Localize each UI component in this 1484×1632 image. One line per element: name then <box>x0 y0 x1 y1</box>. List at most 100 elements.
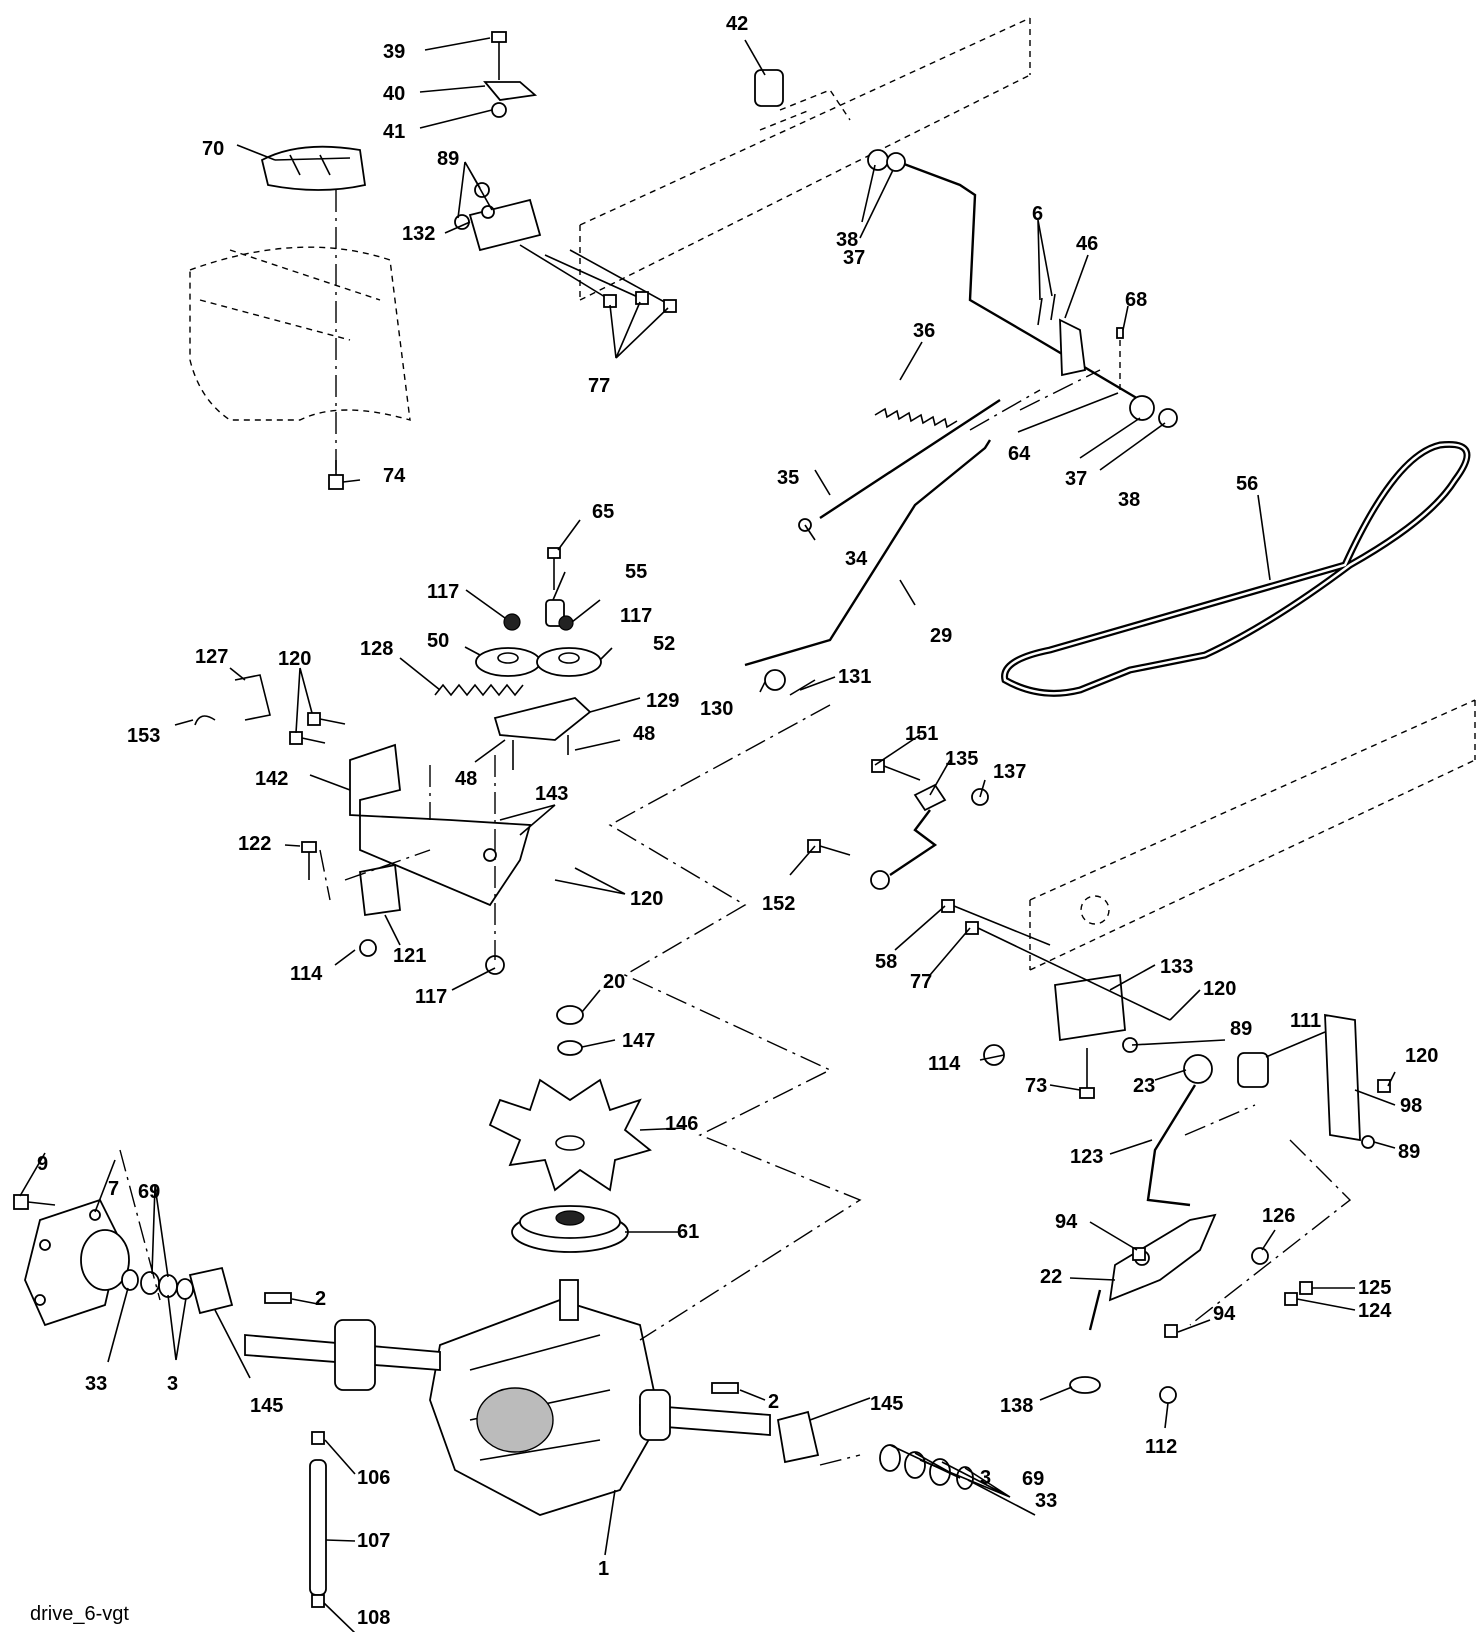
label-117: 117 <box>427 581 459 603</box>
nut-20-washer-147 <box>556 1005 584 1056</box>
washers-right-3-69-33 <box>879 1444 974 1490</box>
label-64: 64 <box>1008 443 1031 465</box>
bracket-142 <box>349 743 532 907</box>
belt-route-lines <box>119 369 1352 1466</box>
label-98: 98 <box>1400 1095 1422 1117</box>
washer-130-bolt-131 <box>764 669 816 696</box>
label-58: 58 <box>875 951 897 973</box>
left-axle-shaft <box>244 1319 441 1391</box>
label-151: 151 <box>905 723 938 745</box>
transaxle-1 <box>429 1279 661 1516</box>
drive-belt-56 <box>1001 440 1471 697</box>
right-axle-shaft <box>639 1389 771 1441</box>
seat-pan-cover-70 <box>260 145 367 191</box>
label-40: 40 <box>383 83 405 105</box>
label-146: 146 <box>665 1113 698 1135</box>
spring-36 <box>874 407 958 429</box>
label-114: 114 <box>290 963 323 985</box>
label-120: 120 <box>278 648 311 670</box>
bypass-rod-107-106-108 <box>309 1431 327 1608</box>
label-131: 131 <box>838 666 871 688</box>
label-89: 89 <box>437 148 459 170</box>
idler-pulleys-50-52 <box>475 547 602 677</box>
label-23: 23 <box>1133 1075 1155 1097</box>
label-46: 46 <box>1076 233 1098 255</box>
spacer-145-left <box>188 1266 234 1315</box>
label-2: 2 <box>768 1391 779 1413</box>
label-106: 106 <box>357 1467 390 1489</box>
label-61: 61 <box>677 1221 699 1243</box>
label-6: 6 <box>1032 203 1043 225</box>
label-120: 120 <box>630 888 663 910</box>
label-126: 126 <box>1262 1205 1295 1227</box>
label-130: 130 <box>700 698 733 720</box>
bushing-111 <box>1237 1052 1269 1088</box>
label-152: 152 <box>762 893 795 915</box>
diagram-caption: drive_6-vgt <box>30 1603 129 1625</box>
bushing-42 <box>754 69 784 107</box>
washers-left-33-69-3 <box>121 1269 194 1300</box>
bolt-39-bracket-40-nut-41 <box>483 31 538 118</box>
label-125: 125 <box>1358 1277 1391 1299</box>
label-143: 143 <box>535 783 568 805</box>
idler-arm-129 <box>493 697 592 770</box>
label-7: 7 <box>108 1178 119 1200</box>
label-39: 39 <box>383 41 405 63</box>
label-89: 89 <box>1398 1141 1420 1163</box>
label-108: 108 <box>357 1607 390 1629</box>
pulley-61 <box>511 1205 629 1253</box>
label-38: 38 <box>836 229 858 251</box>
label-120: 120 <box>1405 1045 1438 1067</box>
spring-128 <box>434 683 524 697</box>
label-135: 135 <box>945 748 978 770</box>
rod-35 <box>798 398 1001 532</box>
label-137: 137 <box>993 761 1026 783</box>
label-56: 56 <box>1236 473 1258 495</box>
label-94: 94 <box>1055 1211 1078 1233</box>
label-129: 129 <box>646 690 679 712</box>
rod-127-clip-153 <box>194 674 271 726</box>
label-132: 132 <box>402 223 435 245</box>
label-120: 120 <box>1203 978 1236 1000</box>
label-33: 33 <box>85 1373 107 1395</box>
nut-114-bolt-73 <box>983 1037 1138 1099</box>
label-50: 50 <box>427 630 449 652</box>
label-2: 2 <box>315 1288 326 1310</box>
bolts-125-124-washer-126 <box>1251 1247 1313 1306</box>
label-145: 145 <box>870 1393 903 1415</box>
label-38: 38 <box>1118 489 1140 511</box>
label-3: 3 <box>980 1467 991 1489</box>
label-41: 41 <box>383 121 405 143</box>
label-128: 128 <box>360 638 393 660</box>
label-36: 36 <box>913 320 935 342</box>
linkage-135-bolt-151 <box>870 759 989 890</box>
label-147: 147 <box>622 1030 655 1052</box>
pin-68 <box>1116 327 1124 390</box>
fan-146 <box>488 1078 652 1192</box>
label-142: 142 <box>255 768 288 790</box>
label-37: 37 <box>1065 468 1087 490</box>
label-77: 77 <box>588 375 610 397</box>
label-123: 123 <box>1070 1146 1103 1168</box>
label-37: 37 <box>843 247 865 269</box>
label-9: 9 <box>37 1153 48 1175</box>
spacer-145-right <box>776 1410 820 1464</box>
label-65: 65 <box>592 501 614 523</box>
label-3: 3 <box>167 1373 178 1395</box>
label-117: 117 <box>620 605 652 627</box>
label-111: 111 <box>1290 1010 1321 1032</box>
label-22: 22 <box>1040 1266 1062 1288</box>
label-89: 89 <box>1230 1018 1252 1040</box>
lever-123-knob-23 <box>1146 1054 1213 1207</box>
screws-94-washers-138-112 <box>1069 1247 1178 1404</box>
bracket-133 <box>941 899 1171 1042</box>
part-labels: 42 39 40 41 70 89 132 38 37 6 46 68 77 3… <box>37 13 1438 1629</box>
bolts-120-left <box>289 712 346 745</box>
label-20: 20 <box>603 971 625 993</box>
label-122: 122 <box>238 833 271 855</box>
upper-frame-rail <box>579 17 1031 301</box>
label-127: 127 <box>195 646 228 668</box>
label-1: 1 <box>598 1558 609 1580</box>
label-48: 48 <box>455 768 477 790</box>
label-33: 33 <box>1035 1490 1057 1512</box>
